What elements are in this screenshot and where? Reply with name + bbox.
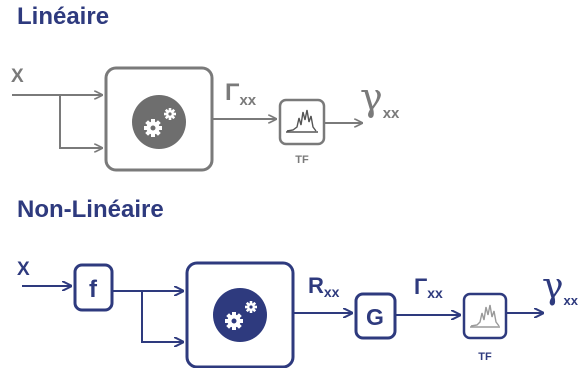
spectrum-icon xyxy=(286,109,318,133)
spectrum-icon xyxy=(470,304,500,328)
linear-input-label: X xyxy=(11,66,24,87)
nonlinear-gamma-label: Γxx xyxy=(414,274,443,301)
nonlinear-title: Non-Linéaire xyxy=(17,196,164,223)
nonlinear-split-lines xyxy=(112,291,183,342)
g-block-label: G xyxy=(366,304,384,330)
nonlinear-coherence-label: γxx xyxy=(542,266,579,308)
linear-row: X Γxx TF xyxy=(11,66,400,172)
linear-tf-label: TF xyxy=(295,154,309,166)
gears-icon xyxy=(132,95,186,149)
f-block-label: f xyxy=(89,276,98,303)
linear-coherence-label: γxx xyxy=(360,75,400,122)
linear-input-lines xyxy=(12,95,102,148)
nonlinear-tf-label: TF xyxy=(478,351,492,363)
nonlinear-input-label: X xyxy=(17,259,30,280)
linear-gamma-label: Γxx xyxy=(225,79,257,109)
linear-title: Linéaire xyxy=(17,3,110,30)
r-label: Rxx xyxy=(308,273,340,300)
f-block xyxy=(73,263,114,312)
nonlinear-row: X f Rxx G Γ xyxy=(17,259,579,368)
gears-icon xyxy=(213,288,267,342)
